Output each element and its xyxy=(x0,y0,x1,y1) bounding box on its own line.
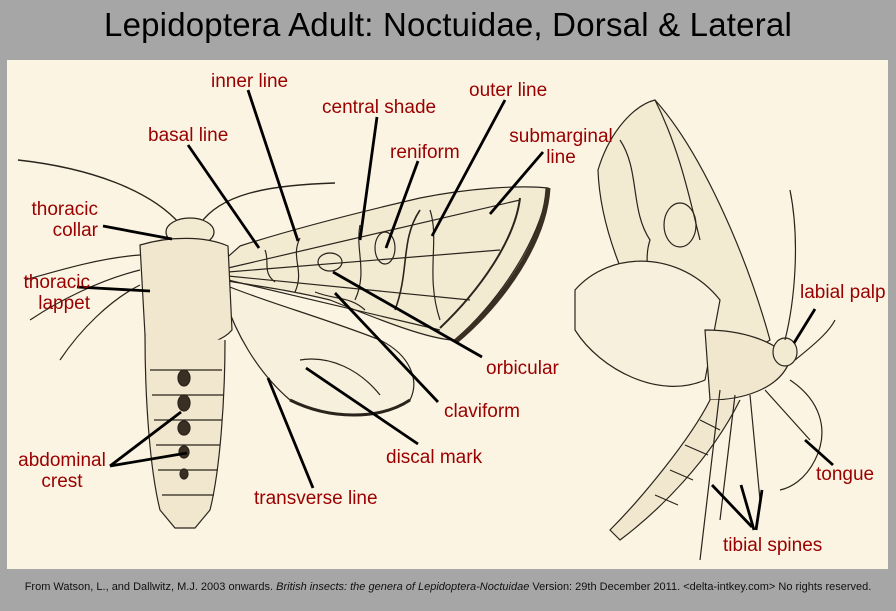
credit-prefix: From Watson, L., and Dallwitz, M.J. 2003… xyxy=(24,581,277,593)
label-tibial-spines: tibial spines xyxy=(723,535,823,556)
page-title: Lepidoptera Adult: Noctuidae, Dorsal & L… xyxy=(104,6,792,43)
label-central-shade: central shade xyxy=(322,97,437,118)
label-labial-palp: labial palp xyxy=(800,282,886,303)
label-transverse-line: transverse line xyxy=(254,488,378,509)
dorsal-moth xyxy=(17,159,551,529)
label-orbicular: orbicular xyxy=(486,358,559,379)
label-discal-mark: discal mark xyxy=(386,447,483,468)
label-inner-line: inner line xyxy=(211,71,289,92)
credit-italic: British insects: the genera of Lepidopte… xyxy=(276,581,530,593)
label-claviform: claviform xyxy=(444,401,521,422)
leader-lines xyxy=(76,89,834,531)
label-abdominal-crest: abdominal crest xyxy=(18,450,106,492)
label-tongue: tongue xyxy=(816,464,875,485)
label-basal-line: basal line xyxy=(148,125,229,146)
label-thoracic-collar: thoracic collar xyxy=(31,199,98,241)
label-submarginal-line: submarginal line xyxy=(509,126,613,168)
label-reniform: reniform xyxy=(390,142,460,163)
label-thoracic-lappet: thoracic lappet xyxy=(23,272,90,314)
credit-suffix: Version: 29th December 2011. <delta-intk… xyxy=(529,581,872,593)
label-outer-line: outer line xyxy=(469,80,548,101)
lateral-moth xyxy=(574,99,836,561)
source-credit: From Watson, L., and Dallwitz, M.J. 2003… xyxy=(0,581,896,593)
